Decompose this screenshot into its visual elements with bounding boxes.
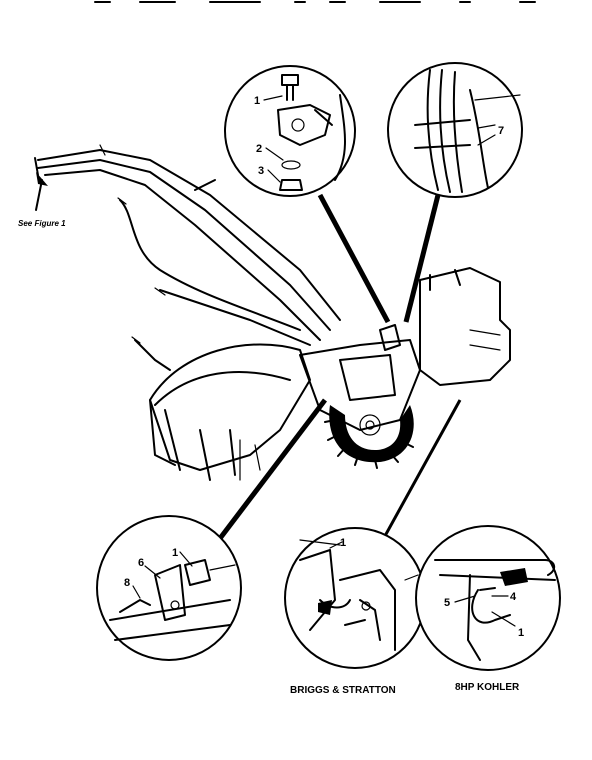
callout-6: 6: [138, 557, 144, 569]
leader-lines: [213, 193, 462, 547]
inset-briggs-circle: [284, 527, 426, 669]
callout-4: 4: [510, 591, 517, 603]
callout-1: 1: [518, 627, 524, 639]
see-figure-annotation: See Figure 1: [18, 172, 66, 228]
inset-cable-ties: 7: [387, 62, 523, 198]
caption-kohler: 8HP KOHLER: [455, 682, 520, 693]
inset-kohler: 5 4 1: [415, 525, 561, 671]
callout-7: 7: [498, 125, 504, 137]
callout-1: 1: [172, 547, 178, 559]
callout-2: 2: [256, 143, 262, 155]
see-figure-label: See Figure 1: [18, 219, 66, 228]
callout-1: 1: [254, 95, 260, 107]
inset-bracket-connector-circle: [96, 515, 242, 661]
callout-1: 1: [340, 537, 346, 549]
inset-fasteners: 1 2 3: [224, 65, 356, 197]
inset-kohler-circle: [415, 525, 561, 671]
caption-briggs: BRIGGS & STRATTON: [290, 685, 396, 696]
callout-3: 3: [258, 165, 264, 177]
inset-briggs-stratton: 1: [284, 527, 426, 669]
inset-bracket-connector: 1 6 8: [96, 515, 242, 661]
callout-8: 8: [124, 577, 130, 589]
callout-5: 5: [444, 597, 450, 609]
tiller-illustration: [34, 144, 511, 481]
inset-fasteners-circle: [224, 65, 356, 197]
